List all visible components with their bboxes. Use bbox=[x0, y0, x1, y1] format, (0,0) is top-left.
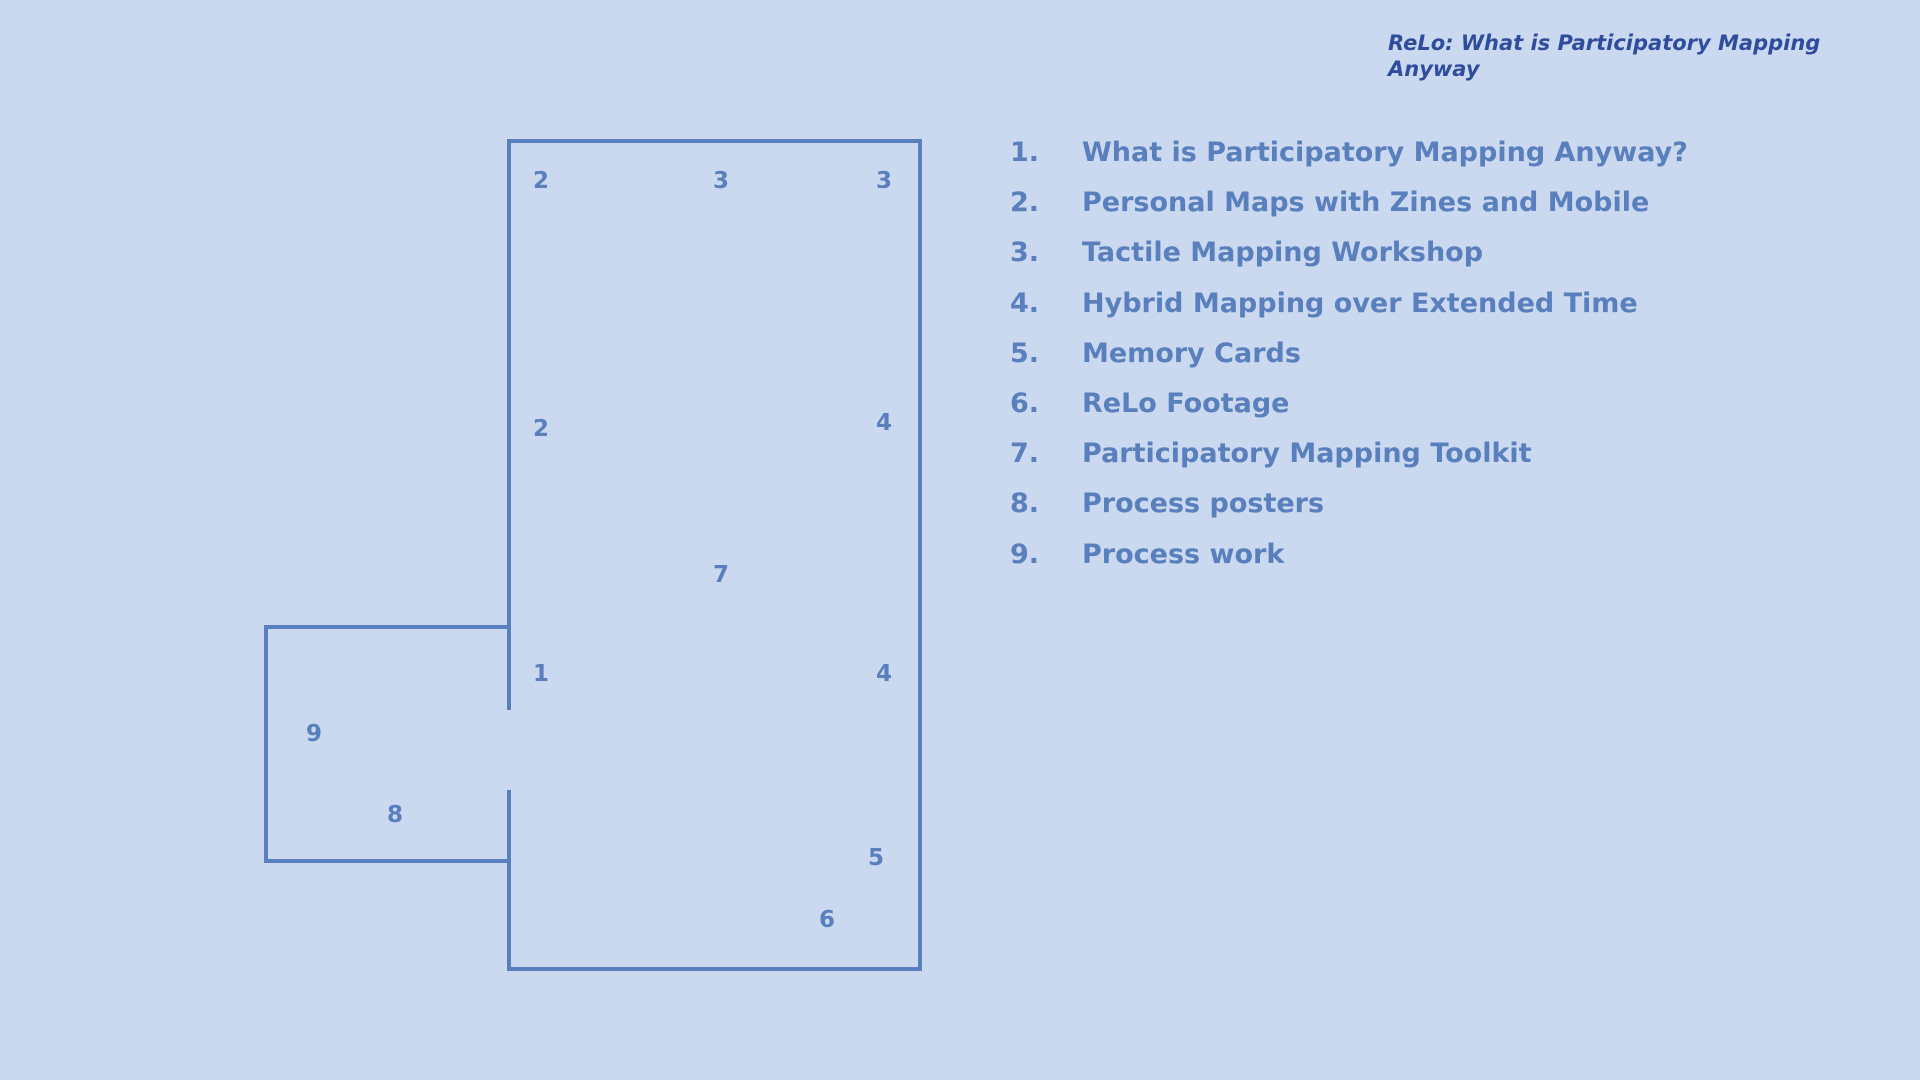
legend-number: 6. bbox=[1010, 387, 1040, 419]
room-label: 4 bbox=[876, 410, 892, 436]
room-label: 3 bbox=[713, 168, 729, 194]
legend-number: 9. bbox=[1010, 538, 1040, 570]
room-label: 9 bbox=[306, 721, 322, 747]
room-label: 6 bbox=[819, 907, 835, 933]
legend-number: 7. bbox=[1010, 438, 1040, 470]
legend-item: 2. Personal Maps with Zines and Mobile bbox=[1010, 178, 1688, 228]
legend-number: 4. bbox=[1010, 287, 1040, 319]
legend-text: Personal Maps with Zines and Mobile bbox=[1082, 187, 1650, 219]
room-label: 2 bbox=[533, 168, 549, 194]
legend-item: 4. Hybrid Mapping over Extended Time bbox=[1010, 279, 1688, 329]
legend-item: 6. ReLo Footage bbox=[1010, 379, 1688, 429]
main-room-outline bbox=[507, 139, 922, 971]
legend-number: 2. bbox=[1010, 187, 1040, 219]
legend-number: 8. bbox=[1010, 488, 1040, 520]
room-label: 7 bbox=[713, 562, 729, 588]
room-label: 3 bbox=[876, 168, 892, 194]
legend-item: 7. Participatory Mapping Toolkit bbox=[1010, 429, 1688, 479]
legend-text: Memory Cards bbox=[1082, 337, 1301, 369]
room-label: 8 bbox=[387, 802, 403, 828]
legend-list: 1.What is Participatory Mapping Anyway? … bbox=[1010, 128, 1688, 580]
legend-item: 1. What is Participatory Mapping Anyway? bbox=[1010, 128, 1688, 178]
room-label: 4 bbox=[876, 661, 892, 687]
legend-text: Hybrid Mapping over Extended Time bbox=[1082, 287, 1638, 319]
room-label: 1 bbox=[533, 661, 549, 687]
room-label: 5 bbox=[868, 845, 884, 871]
legend-item: 3. Tactile Mapping Workshop bbox=[1010, 228, 1688, 278]
legend-number: 3. bbox=[1010, 237, 1040, 269]
legend-item: 8. Process posters bbox=[1010, 479, 1688, 529]
legend-text: Tactile Mapping Workshop bbox=[1082, 237, 1484, 269]
legend-text: ReLo Footage bbox=[1082, 387, 1290, 419]
legend-text: Process work bbox=[1082, 538, 1285, 570]
legend-text: Process posters bbox=[1082, 488, 1325, 520]
legend-text: Participatory Mapping Toolkit bbox=[1082, 438, 1532, 470]
annex-room-outline bbox=[264, 625, 509, 863]
page-title: ReLo: What is Participatory Mapping Anyw… bbox=[1388, 31, 1821, 81]
legend-item: 9. Process work bbox=[1010, 530, 1688, 580]
legend-item: 5. Memory Cards bbox=[1010, 329, 1688, 379]
legend-number: 5. bbox=[1010, 337, 1040, 369]
room-label: 2 bbox=[533, 416, 549, 442]
legend-number: 1. bbox=[1010, 137, 1040, 168]
legend-text: What is Participatory Mapping Anyway? bbox=[1082, 137, 1688, 168]
